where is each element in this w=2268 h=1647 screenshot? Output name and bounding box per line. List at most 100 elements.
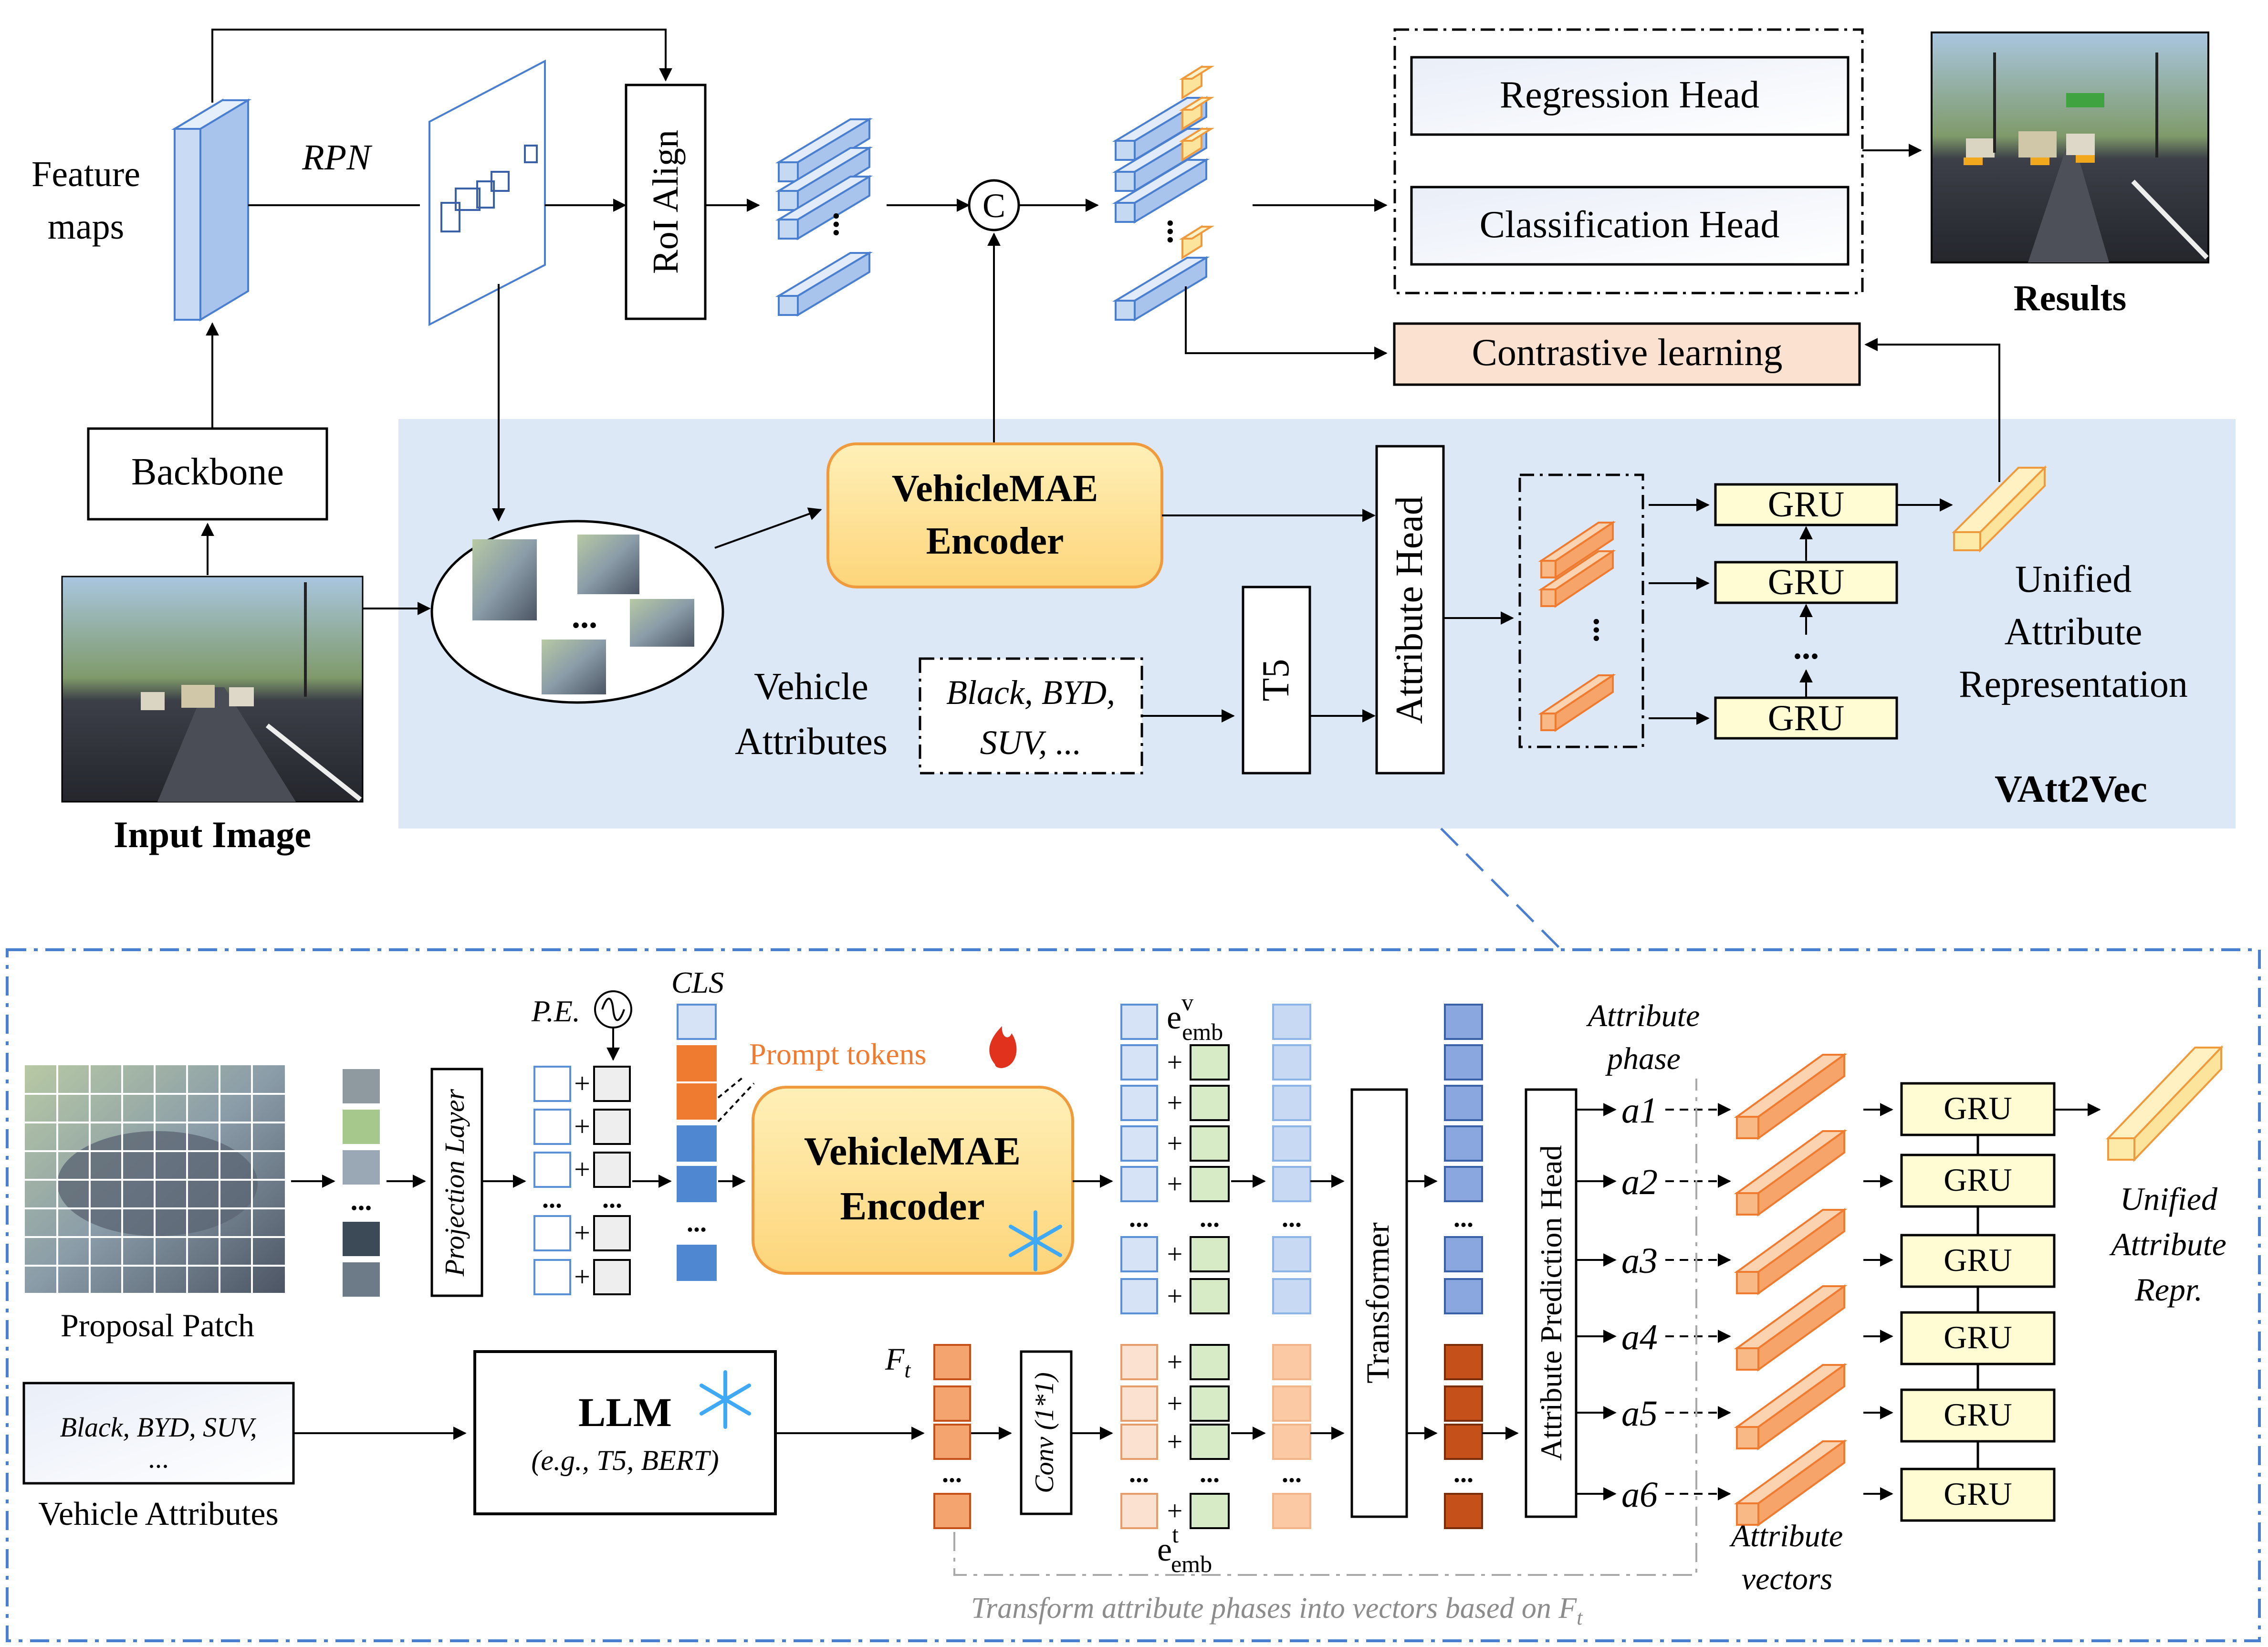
snowflake-icon-encoder: [1009, 1210, 1062, 1271]
feature-maps-label-1: Feature: [31, 154, 140, 194]
phase-a5: a5: [1621, 1394, 1658, 1434]
llm-examples: (e.g., T5, BERT): [531, 1445, 719, 1476]
llm-attr-text-box: [22, 1382, 295, 1485]
gru-bottom-6: GRU: [1944, 1476, 2012, 1512]
fused-feature-bars: [1112, 65, 1214, 322]
llm-attr-text-2: ...: [148, 1443, 169, 1474]
arrow-patches-to-encoder: [714, 507, 822, 549]
token-column: [677, 1004, 717, 1281]
contrastive-learning-box: [1393, 322, 1861, 386]
ft-ellipsis: ...: [942, 1458, 962, 1488]
gru-stack-bottom: [1900, 1082, 2056, 1522]
vehiclemae-encoder-top: [826, 442, 1163, 588]
attr-prediction-head-box: [1525, 1088, 1578, 1518]
attr-vectors-label-2: vectors: [1742, 1562, 1833, 1596]
plus-1: +: [574, 1068, 590, 1099]
gru-bottom-5: GRU: [1944, 1396, 2012, 1433]
classification-head-label: Classification Head: [1480, 204, 1780, 246]
phase-arrows-out: [1665, 1103, 1731, 1500]
et-sub: emb: [1171, 1551, 1212, 1577]
ev-sup: v: [1181, 989, 1193, 1016]
attribute-phase-2: phase: [1605, 1041, 1681, 1076]
encoder-top-label-1: VehicleMAE: [892, 468, 1098, 510]
phase-a4: a4: [1621, 1317, 1658, 1357]
plus-2: +: [574, 1111, 590, 1142]
vehicle-attributes-bottom: Vehicle Attributes: [38, 1496, 279, 1532]
concat-symbol: C: [982, 187, 1005, 225]
unified-top-2: Attribute: [2005, 611, 2143, 653]
attr-vectors-label-1: Attribute: [1729, 1519, 1843, 1553]
encoder-bottom-label-1: VehicleMAE: [804, 1129, 1021, 1174]
embed-pe-columns: [533, 1066, 631, 1295]
proposal-patch-label: Proposal Patch: [61, 1307, 254, 1343]
orange-out-ellipsis: ...: [1453, 1458, 1474, 1488]
proposal-patch-grid: [25, 1065, 285, 1293]
zoom-connector: [1440, 828, 1561, 950]
patches-ellipsis: ...: [572, 597, 597, 635]
cls-label: CLS: [671, 965, 724, 999]
phase-arrows-in: [1576, 1103, 1617, 1500]
transformer-output-orange: [1444, 1344, 1483, 1529]
pe-wave-icon: [601, 997, 625, 1021]
ev-ellipsis-2: ...: [1200, 1203, 1220, 1233]
vehicle-attributes-top-2: Attributes: [735, 721, 888, 763]
embed-ellipsis: ...: [542, 1184, 562, 1214]
unified-top-3: Representation: [1959, 663, 2188, 705]
pe-ellipsis: ...: [602, 1184, 622, 1214]
unified-bottom-1: Unified: [2120, 1181, 2218, 1217]
pe-label: P.E.: [531, 994, 580, 1028]
plus-4: +: [574, 1217, 590, 1248]
backbone-box: [87, 427, 328, 521]
roi-align-label: RoI Align: [646, 130, 686, 274]
proposal-patches: [472, 535, 694, 694]
contrastive-learning-label: Contrastive learning: [1472, 332, 1783, 374]
attribute-text-top-2: SUV, ...: [980, 724, 1082, 762]
llm-label: LLM: [578, 1389, 672, 1435]
fire-icon: [989, 1026, 1017, 1068]
feature-maps-stack: [171, 98, 252, 322]
attribute-phase-1: Attribute: [1586, 998, 1700, 1033]
classification-head-box: [1410, 186, 1850, 266]
gru-bottom-2: GRU: [1944, 1162, 2012, 1198]
encoder-bottom-label-2: Encoder: [840, 1184, 984, 1228]
unified-vector-bottom: [2106, 1045, 2224, 1162]
plus-5: +: [574, 1261, 590, 1292]
et-ellipsis-2: ...: [1200, 1458, 1220, 1488]
patch-tokens: [343, 1069, 380, 1297]
input-image: [61, 576, 364, 803]
phase-a2: a2: [1621, 1162, 1658, 1202]
ev-plus-6: +: [1167, 1280, 1183, 1311]
ev-base: e: [1167, 999, 1181, 1036]
attribute-text-top-1: Black, BYD,: [946, 673, 1115, 712]
unified-vector-top: [1952, 465, 2047, 553]
snowflake-icon-llm: [700, 1370, 751, 1429]
arrow-fused-to-contrastive: [1185, 286, 1388, 360]
et-ellipsis-1: ...: [1129, 1458, 1149, 1488]
arrow-unified-to-contrastive: [1864, 338, 2000, 482]
phase-a1: a1: [1621, 1091, 1658, 1131]
et-plus-3: +: [1167, 1426, 1183, 1457]
caption-label: Transform attribute phases into vectors …: [971, 1592, 1583, 1629]
roi-feature-bars: [775, 117, 873, 317]
ev-ellipsis-1: ...: [1129, 1203, 1149, 1233]
et-sum-column: [1272, 1344, 1311, 1529]
conv-label: Conv (1*1): [1030, 1372, 1059, 1493]
gru-stack-top: [1714, 483, 1898, 740]
heads-group: [1393, 28, 1864, 294]
regression-head-label: Regression Head: [1500, 74, 1759, 116]
regression-head-box: [1410, 56, 1850, 136]
attr-vectors-top: [1538, 521, 1616, 732]
rpn-proposal-plane: [429, 59, 546, 326]
ev-sum-ellipsis: ...: [1282, 1203, 1302, 1233]
et-sup: t: [1172, 1521, 1179, 1548]
patch-tokens-ellipsis: ...: [351, 1185, 372, 1216]
gru-top-3: GRU: [1768, 698, 1844, 738]
unified-top-1: Unified: [2015, 558, 2132, 600]
ft-label: Ft: [885, 1342, 911, 1382]
backbone-label: Backbone: [131, 451, 284, 493]
phase-a3: a3: [1621, 1241, 1658, 1281]
input-image-label: Input Image: [114, 814, 311, 855]
et-plus-4: +: [1167, 1495, 1183, 1526]
